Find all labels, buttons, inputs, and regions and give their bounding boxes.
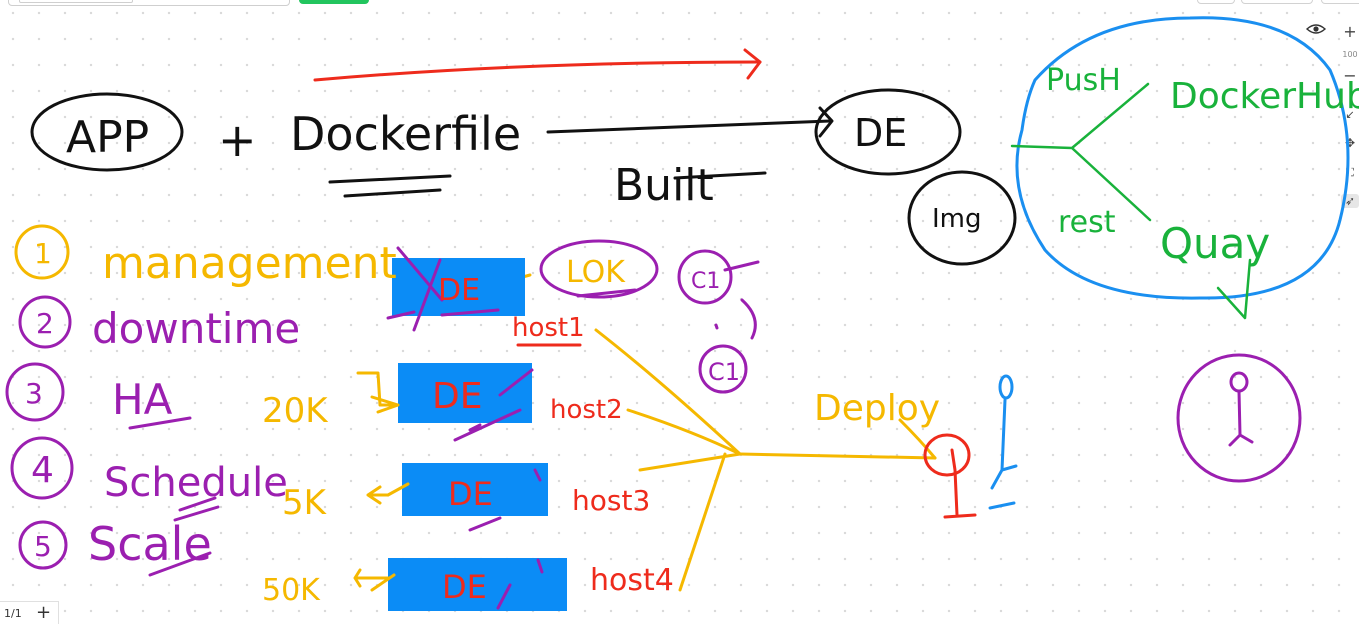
- page-indicator: 1/1 +: [0, 601, 59, 624]
- c1-label-a: C1: [691, 269, 720, 294]
- de-label: DE: [854, 111, 907, 155]
- built-arrow: [546, 119, 832, 134]
- de-box-1-label: DE: [438, 273, 480, 308]
- de-box-2-strike: [453, 368, 534, 442]
- dockerfile-underline: [328, 174, 452, 198]
- arrow-50k: [353, 568, 396, 592]
- de-ellipse: [814, 88, 962, 176]
- clock-face: [1176, 353, 1302, 483]
- quay-tail: [1216, 258, 1252, 320]
- side-label-20k: 20K: [262, 391, 329, 431]
- ha-underline: [128, 416, 192, 430]
- zoom-in-button[interactable]: +: [1343, 22, 1357, 41]
- de-box-2-label: DE: [432, 376, 482, 417]
- list-number-4: 4: [31, 450, 54, 491]
- stickman-head-blue: [998, 374, 1014, 400]
- red-top-arrow: [313, 60, 762, 82]
- toolbar-button-3[interactable]: [1321, 0, 1359, 4]
- de-box-3-strike: [468, 468, 542, 532]
- arrow-5k: [366, 482, 410, 505]
- de-box-4: [388, 558, 567, 611]
- registry-branches: [1010, 82, 1152, 222]
- host-label-4: host4: [590, 563, 674, 598]
- list-text-3: HA: [112, 375, 173, 424]
- list-circle-4: [10, 436, 74, 500]
- c1-a-tick: [723, 260, 760, 272]
- list-number-2: 2: [36, 307, 54, 340]
- de-box-4-label: DE: [442, 568, 487, 606]
- push-label: PusH: [1046, 63, 1121, 98]
- view-eye-icon[interactable]: [1305, 20, 1327, 38]
- lok-ellipse: [539, 239, 659, 299]
- list-circle-3: [5, 362, 65, 422]
- built-strike: [673, 171, 767, 180]
- dockerfile-label: Dockerfile: [290, 107, 521, 161]
- deploy-body-red: [943, 448, 977, 519]
- zoom-out-button[interactable]: −: [1343, 66, 1357, 85]
- c1-label-b: C1: [708, 358, 740, 386]
- list-number-5: 5: [34, 530, 52, 563]
- deploy-label: Deploy: [814, 388, 940, 429]
- de-box-3-label: DE: [448, 475, 493, 513]
- host-label-3: host3: [572, 484, 650, 517]
- c1-circle-b: [698, 344, 748, 394]
- c1-arc: [714, 298, 757, 340]
- clock-hands: [1228, 389, 1254, 447]
- quay-label: Quay: [1160, 219, 1270, 268]
- registry-cloud: [1015, 16, 1350, 300]
- fit-arrow-icon[interactable]: ↙: [1345, 108, 1355, 121]
- top-toolbar: [0, 0, 1359, 6]
- img-ellipse: [907, 170, 1017, 266]
- list-circle-1: [14, 224, 70, 280]
- page-number: 1/1: [4, 607, 22, 620]
- zoom-level: 100: [1342, 50, 1358, 59]
- deploy-head-red: [923, 433, 971, 477]
- clock-knob: [1229, 371, 1249, 393]
- de-box-2: [398, 363, 532, 423]
- img-label: Img: [932, 204, 982, 234]
- scale-underline: [148, 496, 220, 577]
- lok-underline: [576, 288, 637, 298]
- select-frame-icon[interactable]: ⛶: [1346, 166, 1354, 179]
- host-label-2: host2: [550, 395, 623, 425]
- de-box-1-strike: [386, 246, 500, 332]
- lok-label: LOK: [566, 255, 626, 290]
- app-label: APP: [66, 112, 149, 163]
- host-label-1: host1: [512, 313, 585, 343]
- list-text-1: management: [102, 238, 397, 289]
- rest-label: rest: [1058, 205, 1116, 240]
- arrow-20k: [356, 371, 400, 414]
- de-box-4-strike: [496, 558, 544, 610]
- built-label: Built: [614, 160, 714, 211]
- list-number-1: 1: [34, 237, 52, 270]
- deploy-line-curve: [898, 418, 937, 460]
- stickman-body-blue: [988, 398, 1018, 510]
- c1-circle-a: [677, 249, 733, 305]
- title-input[interactable]: [8, 0, 290, 6]
- move-icon[interactable]: ✥: [1344, 136, 1356, 150]
- de-box-3: [402, 463, 548, 516]
- plus-label: +: [218, 113, 257, 167]
- built-arrow-head: [818, 106, 834, 138]
- list-text-2: downtime: [92, 304, 300, 353]
- deploy-fan-lines: [594, 328, 742, 592]
- add-page-button[interactable]: +: [36, 602, 52, 623]
- list-text-5: Scale: [88, 517, 212, 571]
- list-circle-2: [18, 295, 72, 349]
- share-button[interactable]: [299, 0, 369, 4]
- side-label-5k: 5K: [282, 483, 328, 523]
- list-text-4: Schedule: [104, 460, 288, 506]
- list-number-3: 3: [25, 377, 43, 410]
- side-label-50k: 50K: [262, 573, 321, 608]
- red-top-arrow-head: [743, 48, 762, 80]
- app-ellipse: [30, 92, 184, 172]
- dockerhub-label: DockerHub: [1170, 76, 1359, 117]
- list-circle-5: [18, 520, 68, 570]
- title-input-segment: [19, 0, 133, 3]
- deploy-line: [738, 452, 937, 460]
